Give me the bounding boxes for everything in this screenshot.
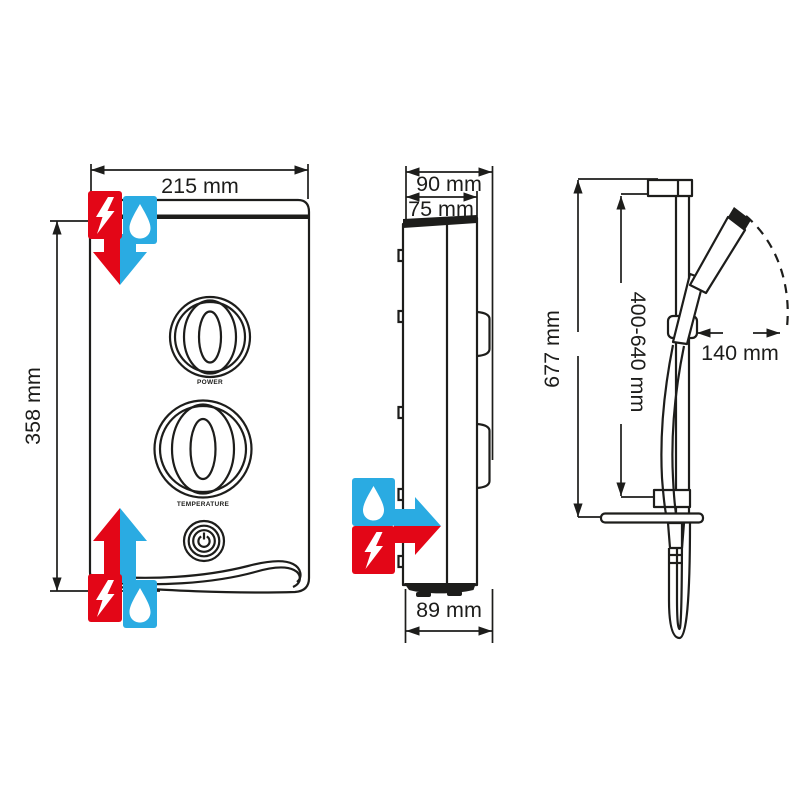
arrowhead-icon [478, 626, 492, 636]
side-foot [416, 592, 431, 597]
arrowhead-icon [52, 221, 62, 235]
front-width-label: 215 mm [161, 174, 239, 198]
top-seam [90, 214, 309, 219]
side-outline [397, 215, 491, 597]
side-depth-total-label: 90 mm [416, 172, 482, 196]
side-depth-base-label: 89 mm [416, 598, 482, 622]
temperature-dial-label: TEMPERATURE [177, 501, 230, 508]
arrowhead-icon [406, 626, 420, 636]
soap-dish-shelf [599, 512, 705, 524]
shower-rail [674, 196, 691, 517]
arrowhead-icon [52, 577, 62, 591]
arrowhead-icon [616, 482, 626, 496]
rail-adjust-dimension: 400-640 mm [616, 193, 656, 498]
power-dial[interactable] [168, 295, 252, 379]
arrowhead-icon [91, 165, 105, 175]
power-icon [197, 532, 211, 548]
arrowhead-icon [766, 328, 780, 338]
bottom-swoosh [90, 560, 302, 589]
knob-bumps [476, 310, 491, 490]
arrowhead-icon [697, 328, 711, 338]
side-depth-total-dimension: 90 mm [405, 166, 494, 460]
handset-reach-label: 140 mm [701, 341, 779, 365]
side-depth-base-dimension: 89 mm [404, 589, 494, 643]
arrowhead-icon [616, 196, 626, 210]
side-top-cap [403, 215, 477, 228]
power-button[interactable] [182, 519, 226, 563]
side-view: 90 mm 75 mm [352, 166, 494, 643]
front-view: 215 mm 358 mm POWER [21, 164, 311, 628]
rail-adjust-label: 400-640 mm [626, 292, 650, 413]
side-bottom-cap [404, 583, 476, 594]
swivel-arc [745, 215, 789, 328]
handset-head [688, 215, 747, 295]
hose-loop [666, 521, 692, 640]
arrowhead-icon [294, 165, 308, 175]
arrowhead-icon [573, 503, 583, 517]
rail-view: 677 mm 400-640 mm [540, 178, 789, 640]
power-dial-label: POWER [197, 379, 223, 386]
bottom-bracket [652, 488, 692, 509]
electric-water-inlet-icon-bottom [88, 508, 157, 628]
electric-water-inlet-icon-side [352, 478, 441, 574]
handset-spray-face [728, 207, 751, 230]
electric-water-inlet-icon-top [88, 191, 157, 285]
top-bracket [646, 178, 694, 198]
temperature-dial[interactable] [153, 399, 253, 499]
front-height-label: 358 mm [21, 367, 45, 445]
arrowhead-icon [573, 180, 583, 194]
shower-handset[interactable] [671, 207, 751, 346]
rail-length-dimension: 677 mm [540, 178, 658, 518]
front-width-dimension: 215 mm [90, 164, 309, 199]
handset-reach-dimension: 140 mm [697, 328, 780, 365]
shower-hose [660, 344, 686, 515]
rail-length-label: 677 mm [540, 310, 564, 388]
side-foot [447, 591, 462, 596]
